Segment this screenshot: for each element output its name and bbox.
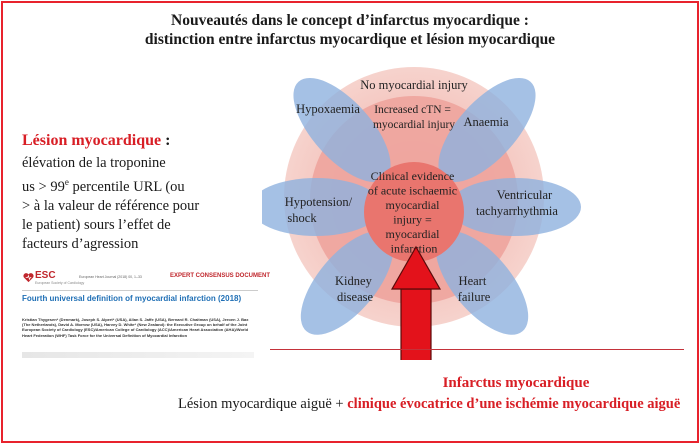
label-ventricular-line-1: Ventricular xyxy=(497,188,553,202)
esc-divider xyxy=(22,290,258,291)
label-hypotension: Hypotension/ shock xyxy=(285,195,355,225)
infarctus-definition-highlight: clinique évocatrice d’une ischémie myoca… xyxy=(347,396,681,412)
slide-title-line-2: distinction entre infarctus myocardique … xyxy=(144,31,556,48)
label-heart-failure: Heart failure xyxy=(458,274,491,304)
petal-ventricular xyxy=(449,178,581,236)
infarctus-definition: Lésion myocardique aiguë + clinique évoc… xyxy=(178,395,688,414)
label-clinical-evidence: Clinical evidence of acute ischaemic myo… xyxy=(368,169,460,256)
label-anaemia: Anaemia xyxy=(463,115,509,129)
label-center-line-1: Clinical evidence xyxy=(371,169,455,183)
label-heart-line-2: failure xyxy=(458,290,491,304)
lesion-line-4: le patient) sours l’effet de xyxy=(22,216,171,233)
esc-document-authors: Kristian Thygesen* (Denmark), Joseph S. … xyxy=(22,317,249,338)
lesion-line-2: us > 99e percentile URL (ou xyxy=(22,173,242,197)
petal-anaemia xyxy=(438,77,536,183)
label-center-line-6: infarction xyxy=(391,242,438,256)
lesion-line-1: élévation de la troponine xyxy=(22,155,166,171)
lesion-line-2-text: us > 99 xyxy=(22,178,65,195)
slide-title-line-1: Nouveautés dans le concept d’infarctus m… xyxy=(171,12,529,29)
label-center-line-2: of acute ischaemic xyxy=(368,184,457,198)
petal-group xyxy=(250,77,581,335)
esc-header: ESC European Society of Cardiology Europ… xyxy=(22,270,270,286)
lesion-body: élévation de la troponine us > 99e perce… xyxy=(22,154,242,254)
red-arrow-head xyxy=(390,245,442,290)
petal-heart xyxy=(435,231,529,335)
baseline-divider xyxy=(270,349,684,350)
label-center-line-5: myocardial xyxy=(386,227,441,241)
esc-logo-text: ESC xyxy=(35,270,56,281)
label-hypoxaemia: Hypoxaemia xyxy=(296,102,360,116)
label-kidney-line-2: disease xyxy=(337,290,374,304)
esc-journal-reference: European Heart Journal (2018) 00, 1–33 xyxy=(79,275,142,279)
label-kidney-disease: Kidney disease xyxy=(335,274,375,304)
esc-heart-logo-icon xyxy=(23,273,34,283)
esc-faded-text xyxy=(22,352,254,358)
lesion-heading: Lésion myocardique : xyxy=(22,131,242,151)
petal-hypoxaemia xyxy=(293,77,391,183)
lesion-definition: Lésion myocardique : élévation de la tro… xyxy=(22,131,242,254)
esc-consensus-badge: EXPERT CONSENSUS DOCUMENT xyxy=(170,273,271,279)
esc-document-title: Fourth universal definition of myocardia… xyxy=(22,294,242,303)
label-increased-ctn: Increased cTN = myocardial injury xyxy=(373,104,455,131)
petal-kidney xyxy=(300,231,394,335)
esc-logo-subtitle: European Society of Cardiology xyxy=(35,281,85,285)
petal-hypotension xyxy=(250,178,382,236)
lesion-heading-colon: : xyxy=(161,132,171,149)
label-ventricular-line-2: tachyarrhythmia xyxy=(476,204,558,218)
label-ventricular: Ventricular tachyarrhythmia xyxy=(476,188,558,218)
label-increased-ctn-line-2: myocardial injury xyxy=(373,119,455,131)
lesion-heading-text: Lésion myocardique xyxy=(22,132,162,149)
label-center-line-3: myocardial xyxy=(386,198,441,212)
infarctus-heading: Infarctus myocardique xyxy=(442,375,590,391)
lesion-line-2-rest: percentile URL (ou xyxy=(68,178,185,195)
label-kidney-line-1: Kidney xyxy=(335,274,373,288)
center-circle-infarction xyxy=(364,162,464,262)
label-hypoxaemia-text: Hypoxaemia xyxy=(296,102,360,116)
label-hypotension-line-1: Hypotension/ xyxy=(285,195,353,209)
label-no-myocardial-injury-text: No myocardial injury xyxy=(360,78,468,92)
infarctus-definition-prefix: Lésion myocardique aiguë + xyxy=(178,396,348,412)
mi-diagram-svg: No myocardial injury Increased cTN = myo… xyxy=(250,67,581,376)
slide-title: Nouveautés dans le concept d’infarctus m… xyxy=(0,11,700,49)
lesion-line-5: facteurs d’agression xyxy=(22,235,139,252)
lesion-line-2-superscript: e xyxy=(64,177,69,187)
label-hypotension-line-2: shock xyxy=(287,211,317,225)
esc-document-thumbnail: ESC European Society of Cardiology Europ… xyxy=(22,268,270,368)
label-center-line-4: injury = xyxy=(393,213,432,227)
label-increased-ctn-line-1: Increased cTN = xyxy=(374,104,451,116)
mi-diagram: No myocardial injury Increased cTN = myo… xyxy=(250,60,692,376)
label-heart-line-1: Heart xyxy=(459,274,487,288)
label-anaemia-text: Anaemia xyxy=(463,115,509,129)
lesion-line-3: > à la valeur de référence pour xyxy=(22,197,200,214)
label-no-myocardial-injury: No myocardial injury xyxy=(360,78,468,92)
